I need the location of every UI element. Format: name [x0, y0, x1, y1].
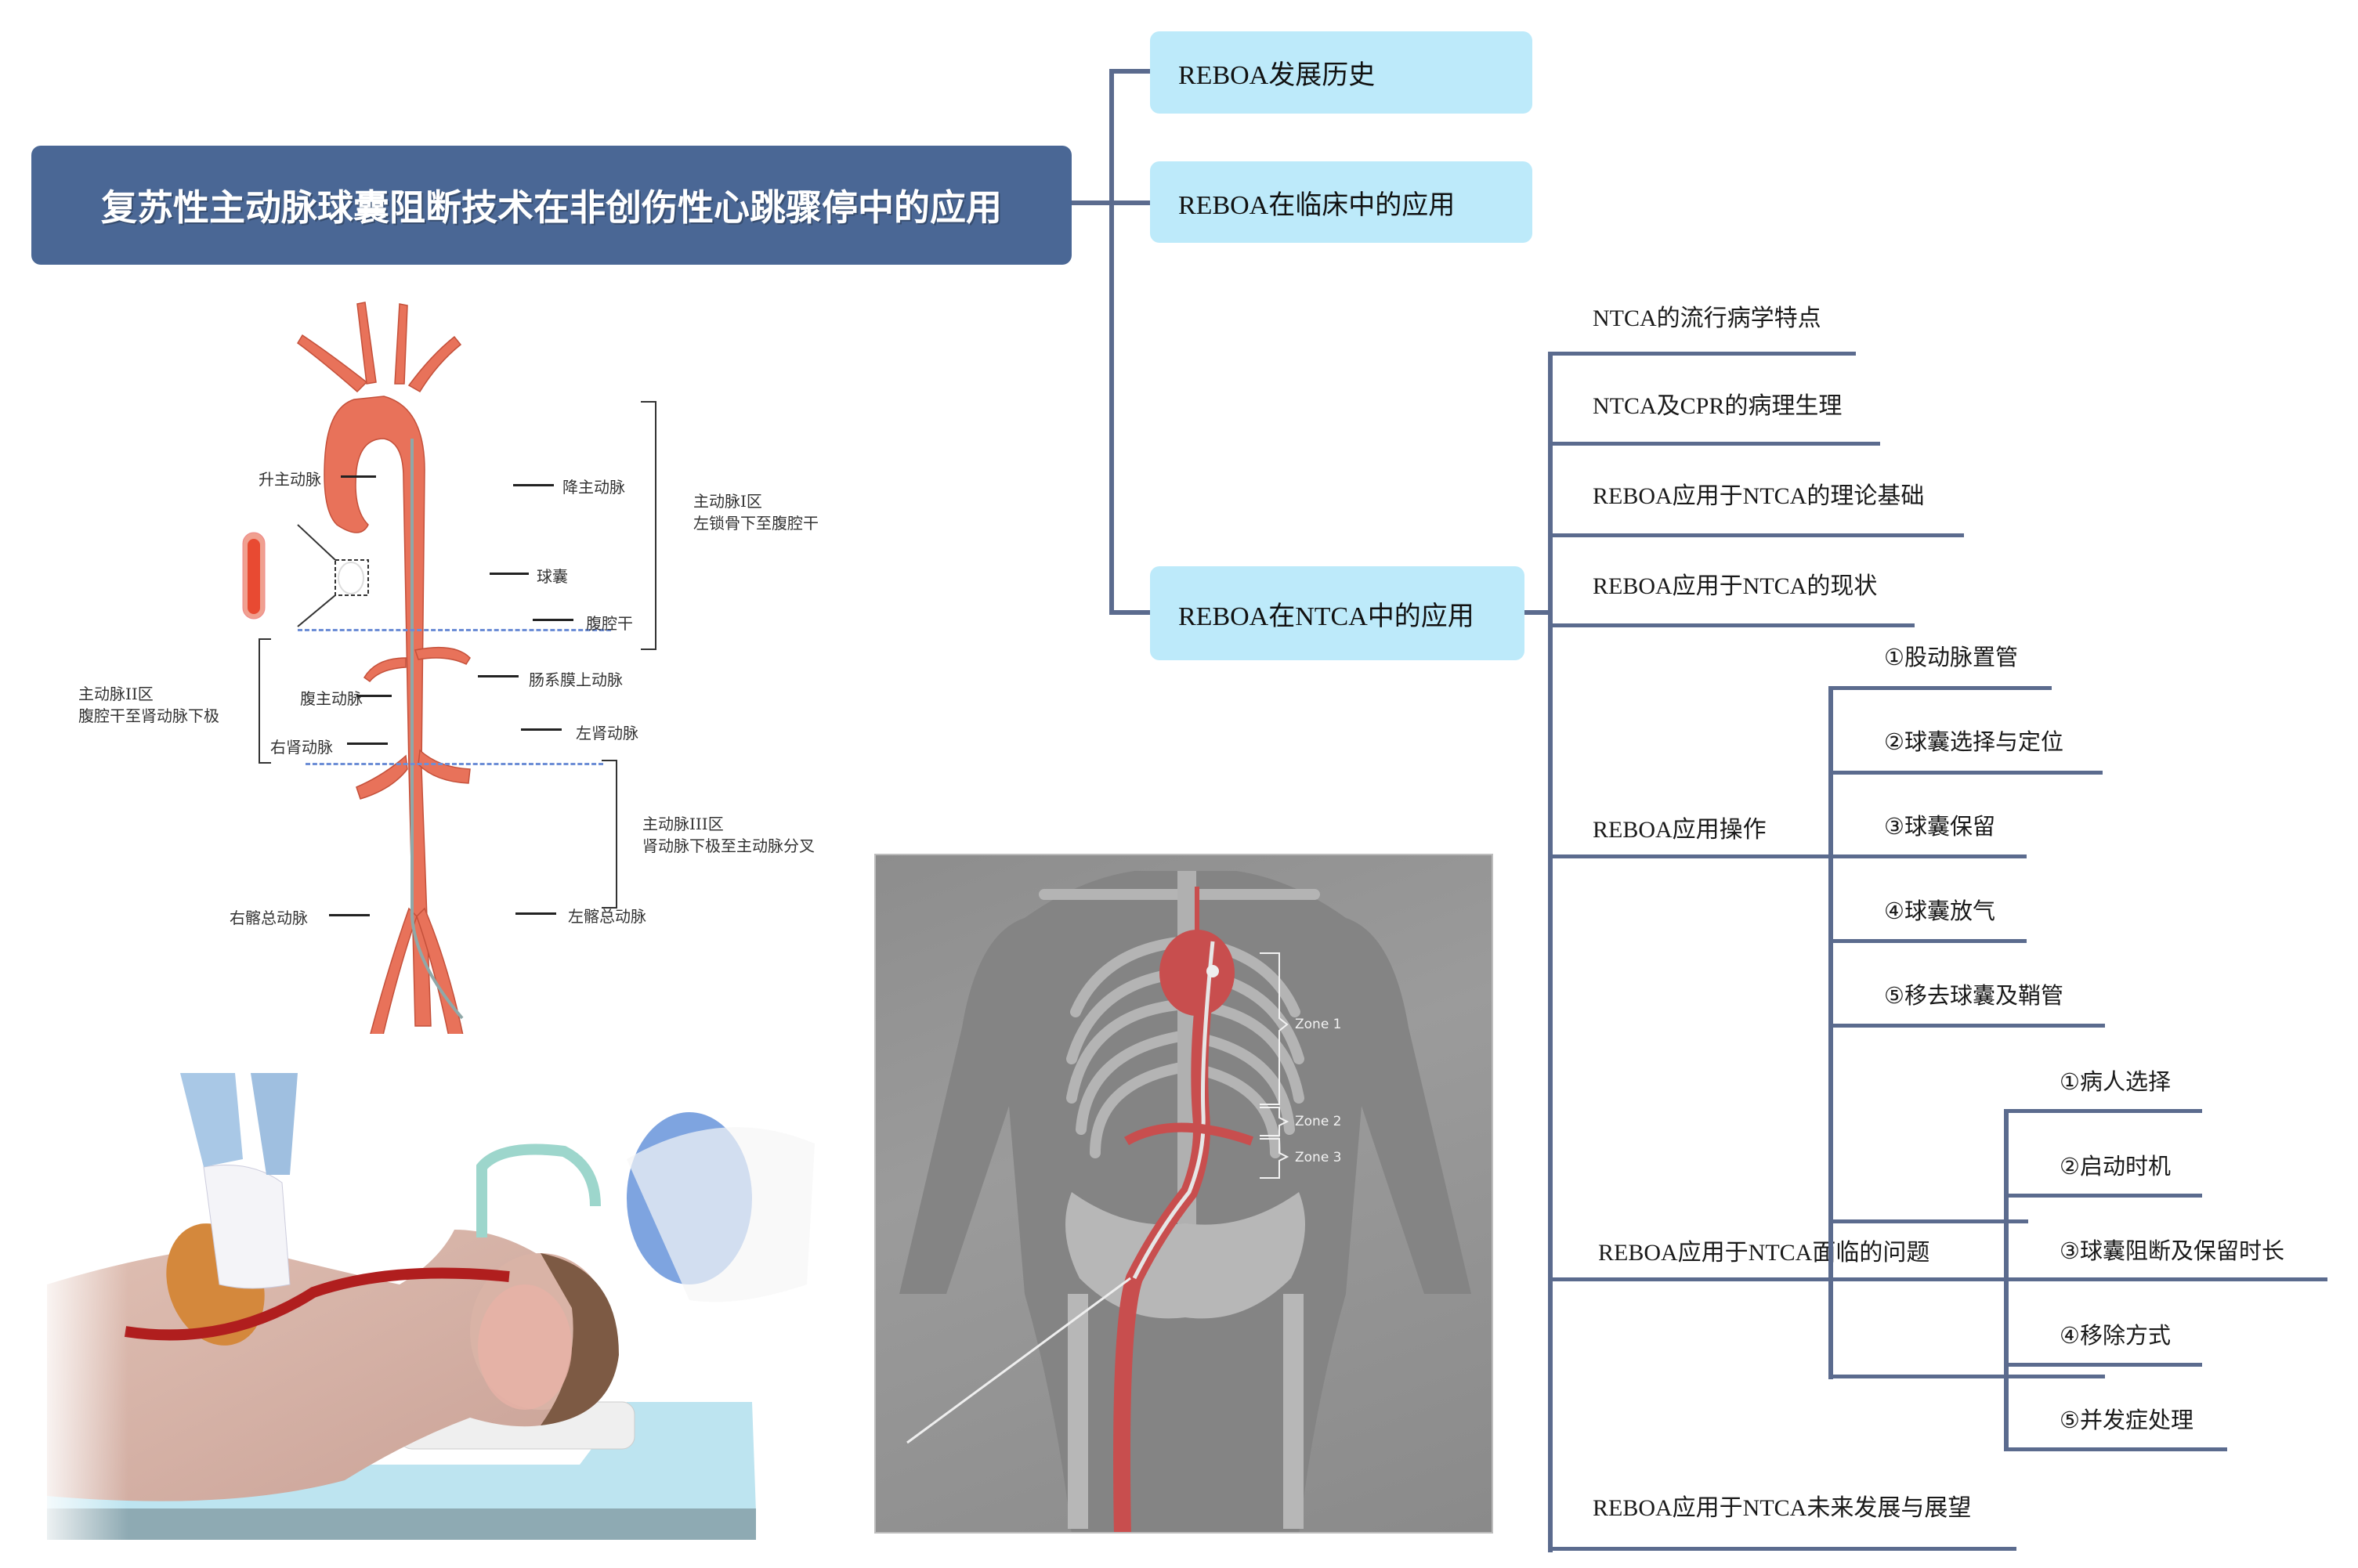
skeleton-illustration — [899, 871, 1471, 1532]
connector — [1109, 69, 1150, 74]
label-descending-aorta: 降主动脉 — [562, 478, 625, 497]
subtopic-problems[interactable]: REBOA应用于NTCA面临的问题 — [1598, 1240, 1930, 1266]
connector — [1548, 854, 1832, 858]
label-abdominal-aorta: 腹主动脉 — [300, 689, 363, 708]
zone3-name: 主动脉III区 — [642, 815, 724, 833]
operation-step-1[interactable]: ①股动脉置管 — [1884, 644, 2018, 670]
connector — [1548, 1277, 2009, 1281]
label-tick — [533, 619, 573, 621]
connector — [1109, 70, 1114, 615]
label-tick — [329, 914, 370, 916]
cpr-illustration — [31, 1073, 838, 1543]
label-tick — [341, 475, 376, 478]
operation-step-5[interactable]: ⑤移去球囊及鞘管 — [1884, 982, 2063, 1009]
problem-5[interactable]: ⑤并发症处理 — [2060, 1407, 2193, 1433]
connector — [1828, 686, 2052, 690]
label-tick — [356, 695, 392, 697]
connector — [1828, 1024, 2105, 1028]
connector — [1548, 352, 1856, 356]
cpr-figure — [31, 1073, 838, 1543]
connector — [2004, 1363, 2202, 1367]
subtopic-pathophysiology[interactable]: NTCA及CPR的病理生理 — [1593, 393, 1843, 419]
subtopic-operation[interactable]: REBOA应用操作 — [1593, 817, 1767, 843]
connector — [2004, 1447, 2227, 1451]
label-celiac-trunk: 腹腔干 — [586, 614, 633, 633]
connector — [1828, 686, 1833, 1379]
root-topic-label: 复苏性主动脉球囊阻断技术在非创伤性心跳骤停中的应用 — [101, 186, 1002, 229]
connector — [1828, 1375, 2105, 1378]
problem-2[interactable]: ②启动时机 — [2060, 1153, 2171, 1180]
operation-step-3[interactable]: ③球囊保留 — [1884, 813, 1995, 840]
label-left-iliac: 左髂总动脉 — [568, 907, 646, 926]
label-tick — [515, 912, 556, 915]
connector — [1548, 442, 1880, 446]
connector — [1109, 610, 1150, 615]
zone-2-label: Zone 2 — [1295, 1114, 1342, 1129]
branch-ntca[interactable]: REBOA在NTCA中的应用 — [1150, 566, 1524, 660]
label-tick — [490, 573, 529, 575]
zone1-desc: 左锁骨下至腹腔干 — [693, 514, 819, 533]
zone2-desc: 腹腔干至肾动脉下极 — [78, 706, 219, 725]
label-tick — [347, 742, 388, 745]
subtopic-theory[interactable]: REBOA应用于NTCA的理论基础 — [1593, 483, 1925, 509]
reboa-zones-figure: Zone 1 Zone 2 Zone 3 — [874, 854, 1493, 1534]
zone1-bracket — [641, 401, 656, 650]
label-ascending-aorta: 升主动脉 — [259, 470, 321, 489]
connector — [1524, 610, 1553, 615]
problem-1[interactable]: ①病人选择 — [2060, 1068, 2171, 1095]
zone-separator — [306, 763, 603, 765]
connector — [1548, 352, 1553, 1552]
label-sma: 肠系膜上动脉 — [529, 670, 623, 689]
connector — [1548, 623, 1915, 627]
zone-3-label: Zone 3 — [1295, 1150, 1342, 1165]
zone1-name: 主动脉I区 — [693, 492, 762, 511]
connector — [1828, 939, 2027, 943]
branch-history[interactable]: REBOA发展历史 — [1150, 31, 1532, 114]
operation-step-4[interactable]: ④球囊放气 — [1884, 898, 1995, 924]
aorta-diagram — [47, 290, 862, 1074]
connector — [1548, 533, 1964, 537]
subtopic-future[interactable]: REBOA应用于NTCA未来发展与展望 — [1593, 1495, 1972, 1521]
connector — [1072, 201, 1112, 205]
connector — [1109, 201, 1150, 205]
zone-separator — [298, 629, 611, 631]
label-left-renal: 左肾动脉 — [576, 724, 638, 742]
zone-1-label: Zone 1 — [1295, 1017, 1342, 1032]
label-right-iliac: 右髂总动脉 — [230, 909, 308, 927]
connector — [1828, 854, 2027, 858]
label-right-renal: 右肾动脉 — [270, 738, 333, 757]
label-tick — [513, 484, 554, 486]
zone3-desc: 肾动脉下极至主动脉分叉 — [642, 836, 815, 855]
subtopic-epidemiology[interactable]: NTCA的流行病学特点 — [1593, 305, 1821, 331]
label-tick — [478, 675, 519, 677]
connector — [1828, 771, 2103, 775]
subtopic-status[interactable]: REBOA应用于NTCA的现状 — [1593, 573, 1878, 599]
zone2-name: 主动脉II区 — [78, 685, 154, 703]
connector — [2004, 1194, 2202, 1198]
operation-step-2[interactable]: ②球囊选择与定位 — [1884, 728, 2063, 755]
aorta-illustration — [242, 302, 471, 1074]
zone2-bracket — [259, 638, 271, 764]
label-balloon: 球囊 — [537, 567, 568, 586]
connector — [1828, 1219, 2028, 1223]
root-topic[interactable]: 复苏性主动脉球囊阻断技术在非创伤性心跳骤停中的应用 — [31, 146, 1072, 265]
branch-label: REBOA在临床中的应用 — [1178, 190, 1456, 220]
connector — [1548, 1547, 2016, 1551]
branch-clinical[interactable]: REBOA在临床中的应用 — [1150, 161, 1532, 243]
connector — [2004, 1109, 2202, 1113]
zone3-bracket — [602, 760, 617, 909]
connector — [2004, 1277, 2327, 1281]
branch-label: REBOA在NTCA中的应用 — [1178, 602, 1474, 631]
problem-4[interactable]: ④移除方式 — [2060, 1322, 2171, 1349]
problem-3[interactable]: ③球囊阻断及保留时长 — [2060, 1237, 2284, 1264]
branch-label: REBOA发展历史 — [1178, 61, 1376, 90]
label-tick — [521, 728, 562, 731]
